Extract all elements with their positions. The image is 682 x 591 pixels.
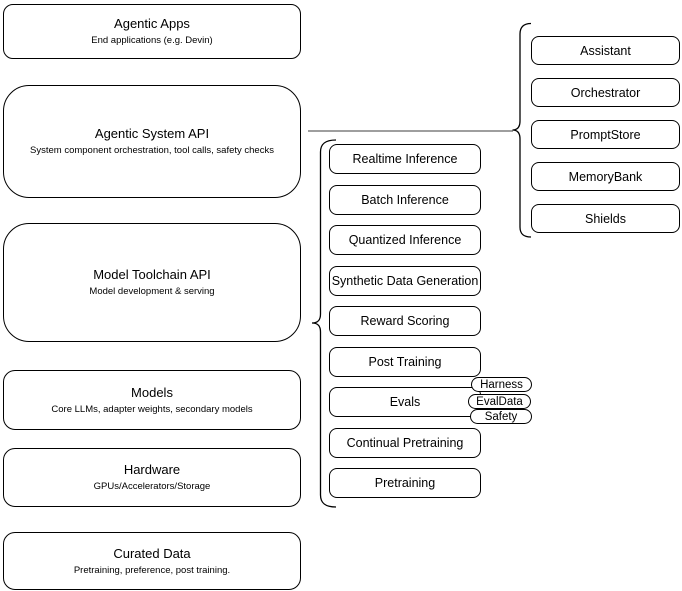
- node-reward-scoring[interactable]: Reward Scoring: [329, 306, 481, 336]
- node-title: Agentic System API: [94, 126, 210, 141]
- pill-label: Harness: [480, 378, 523, 391]
- node-orchestrator[interactable]: Orchestrator: [531, 78, 680, 107]
- node-label: Assistant: [580, 43, 631, 58]
- toolchain-brace: [311, 139, 337, 508]
- node-memorybank[interactable]: MemoryBank: [531, 162, 680, 191]
- node-hardware[interactable]: Hardware GPUs/Accelerators/Storage: [3, 448, 301, 507]
- node-subtitle: Model development & serving: [89, 286, 215, 297]
- node-subtitle: GPUs/Accelerators/Storage: [93, 481, 211, 492]
- node-label: Synthetic Data Generation: [331, 274, 479, 288]
- node-label: Shields: [585, 211, 626, 226]
- agentic-services-brace: [512, 22, 532, 238]
- node-evals[interactable]: Evals: [329, 387, 481, 417]
- node-label: Realtime Inference: [352, 152, 458, 166]
- node-promptstore[interactable]: PromptStore: [531, 120, 680, 149]
- node-label: Continual Pretraining: [346, 436, 464, 450]
- node-subtitle: Pretraining, preference, post training.: [73, 564, 231, 576]
- pill-harness[interactable]: Harness: [471, 377, 532, 392]
- node-subtitle: Core LLMs, adapter weights, secondary mo…: [51, 403, 253, 415]
- node-label: Pretraining: [374, 476, 436, 490]
- pill-evaldata[interactable]: EvalData: [468, 394, 531, 409]
- node-agentic-apps[interactable]: Agentic Apps End applications (e.g. Devi…: [3, 4, 301, 59]
- node-model-toolchain-api[interactable]: Model Toolchain API Model development & …: [3, 223, 301, 342]
- node-pretraining[interactable]: Pretraining: [329, 468, 481, 498]
- node-label: Evals: [389, 395, 421, 409]
- node-post-training[interactable]: Post Training: [329, 347, 481, 377]
- pill-label: EvalData: [476, 395, 523, 408]
- node-subtitle: End applications (e.g. Devin): [91, 35, 213, 46]
- node-title: Models: [131, 384, 173, 400]
- node-label: MemoryBank: [568, 169, 643, 184]
- node-assistant[interactable]: Assistant: [531, 36, 680, 65]
- pill-label: Safety: [484, 410, 518, 423]
- node-subtitle: System component orchestration, tool cal…: [30, 145, 274, 156]
- node-label: Batch Inference: [361, 193, 449, 207]
- node-agentic-system-api[interactable]: Agentic System API System component orch…: [3, 85, 301, 198]
- node-curated-data[interactable]: Curated Data Pretraining, preference, po…: [3, 532, 301, 590]
- node-label: Post Training: [368, 355, 442, 369]
- node-title: Hardware: [123, 462, 181, 477]
- node-label: Orchestrator: [570, 85, 641, 100]
- node-shields[interactable]: Shields: [531, 204, 680, 233]
- node-realtime-inference[interactable]: Realtime Inference: [329, 144, 481, 174]
- node-title: Model Toolchain API: [93, 267, 211, 282]
- pill-safety[interactable]: Safety: [470, 409, 532, 424]
- node-synthetic-data-generation[interactable]: Synthetic Data Generation: [329, 266, 481, 296]
- node-label: PromptStore: [570, 127, 641, 142]
- node-label: Quantized Inference: [348, 233, 462, 247]
- node-label: Reward Scoring: [360, 314, 450, 328]
- node-quantized-inference[interactable]: Quantized Inference: [329, 225, 481, 255]
- node-continual-pretraining[interactable]: Continual Pretraining: [329, 428, 481, 458]
- node-models[interactable]: Models Core LLMs, adapter weights, secon…: [3, 370, 301, 430]
- node-title: Agentic Apps: [114, 16, 190, 31]
- node-title: Curated Data: [113, 545, 191, 561]
- node-batch-inference[interactable]: Batch Inference: [329, 185, 481, 215]
